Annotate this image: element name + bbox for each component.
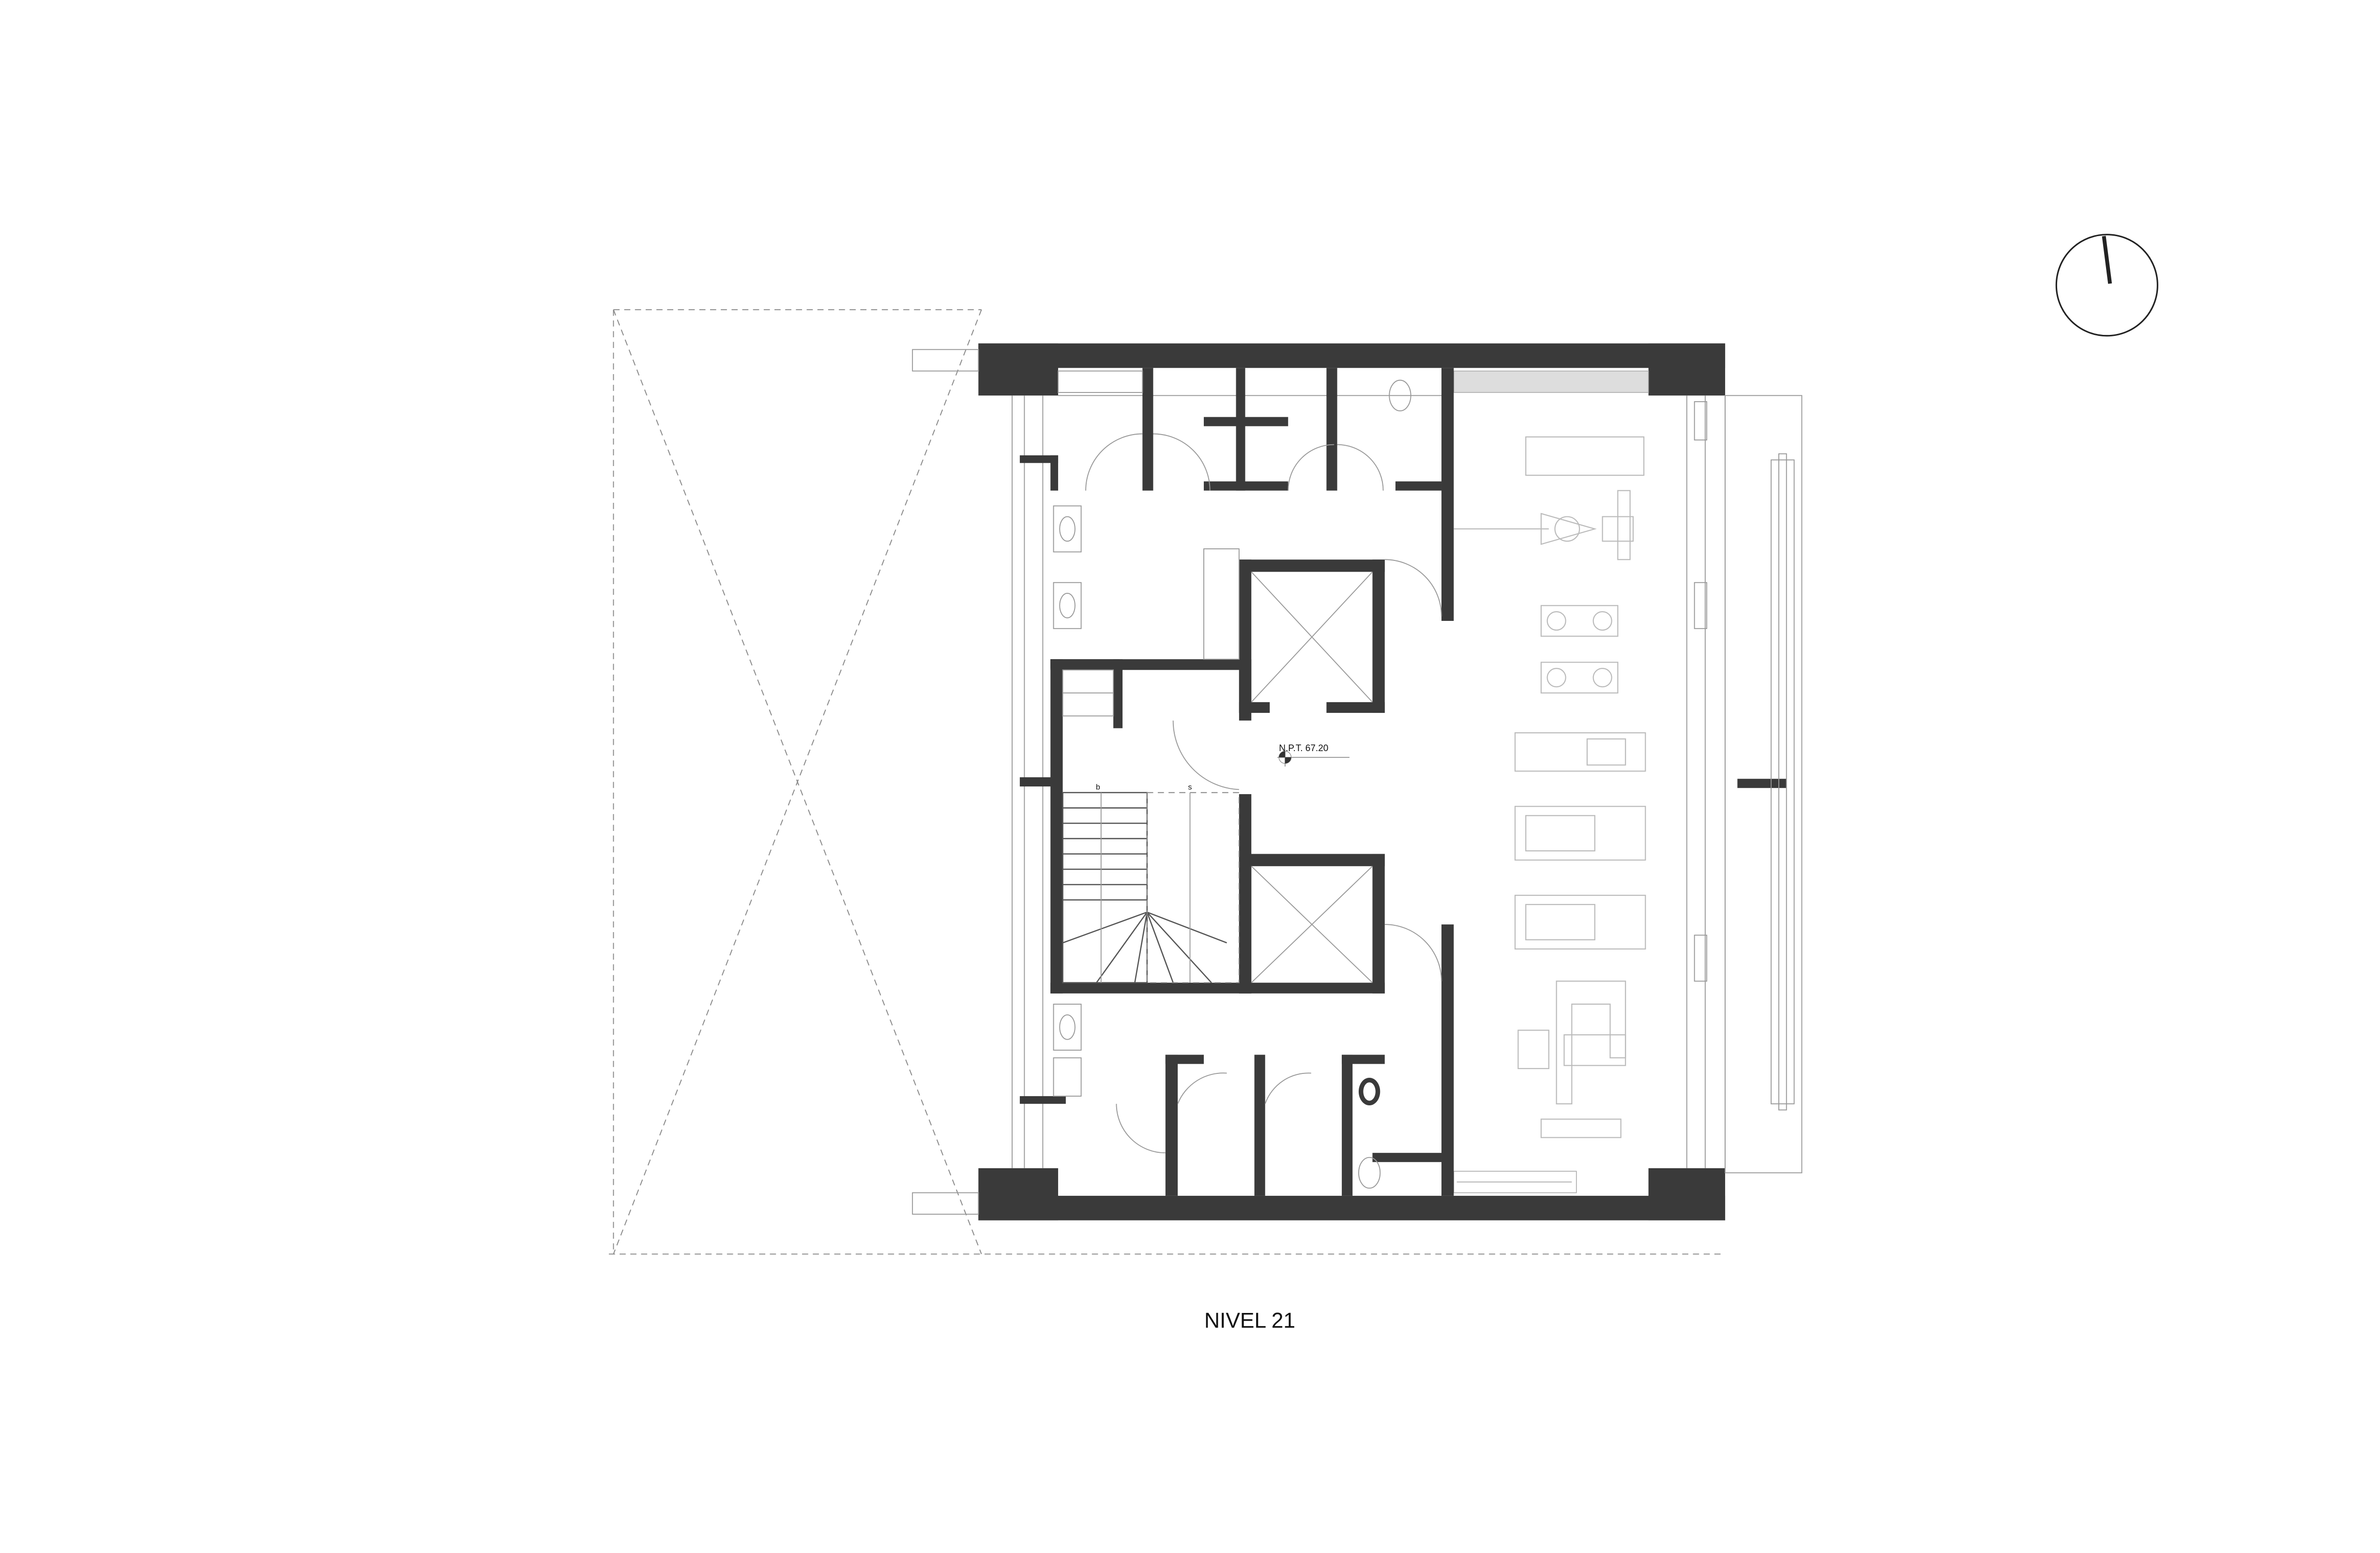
- gym-equipment: [1454, 436, 1646, 1183]
- stair-label-up: s: [1188, 783, 1192, 791]
- void-outline: [608, 309, 1726, 1255]
- level-marker: N.P.T. 67.20: [1277, 743, 1349, 767]
- fixtures: [1053, 370, 1708, 1189]
- stair: b s: [1062, 783, 1240, 983]
- exterior-walls: [912, 343, 1787, 1221]
- core: b s: [1050, 548, 1385, 994]
- level-marker-label: N.P.T. 67.20: [1279, 743, 1328, 754]
- doors: [1085, 433, 1442, 1154]
- stair-label-down: b: [1096, 783, 1100, 791]
- north-arrow-icon: [2055, 234, 2158, 337]
- drawing-title: NIVEL 21: [1204, 1309, 1295, 1332]
- glazing: [1012, 395, 1803, 1174]
- interior-walls: [1019, 368, 1454, 1196]
